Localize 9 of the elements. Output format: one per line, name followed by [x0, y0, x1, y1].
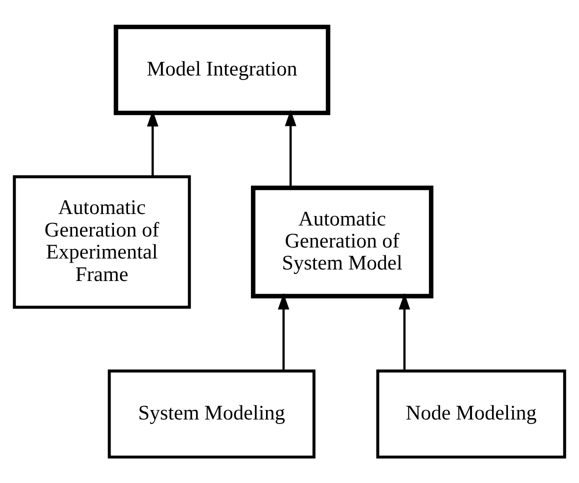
arrow [398, 292, 410, 370]
arrow [278, 292, 290, 370]
node-box: Node Modeling [376, 369, 566, 458]
arrow [284, 109, 296, 188]
node-box: Automatic Generation of Experimental Frame [12, 174, 191, 308]
node-box: Model Integration [114, 24, 330, 115]
node-box: Automatic Generation of System Model [250, 185, 434, 298]
node-box: System Modeling [108, 369, 316, 458]
arrow [146, 110, 158, 176]
